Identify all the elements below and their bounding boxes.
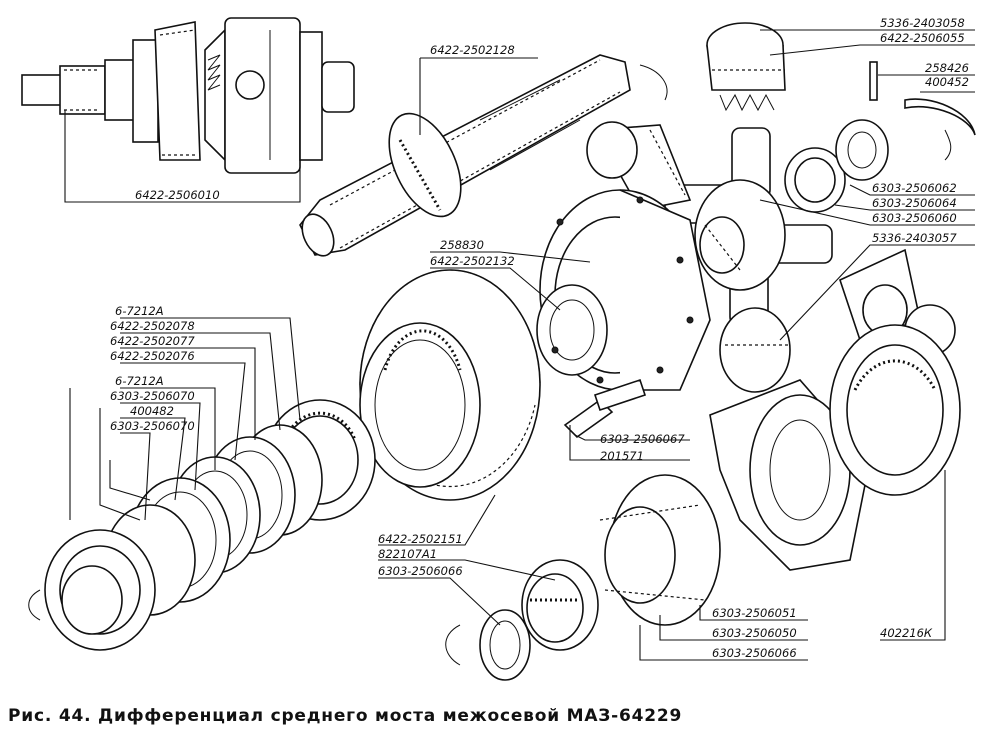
housing-half-drawing xyxy=(536,189,711,391)
label-6422-2502128: 6422-2502128 xyxy=(430,43,515,57)
label-6303-2506070-2: 6303-2506070 xyxy=(110,419,195,433)
label-258830: 258830 xyxy=(440,238,484,252)
label-6422-2502078: 6422-2502078 xyxy=(110,319,195,333)
label-6422-2502132: 6422-2502132 xyxy=(430,254,515,268)
label-5336-2403057: 5336-2403057 xyxy=(872,231,957,245)
top-bevel-gear-drawing xyxy=(706,22,786,112)
label-6303-2506062: 6303-2506062 xyxy=(872,181,957,195)
left-bearing-stack-drawing xyxy=(28,399,376,651)
label-6303-2506050: 6303-2506050 xyxy=(712,626,797,640)
part-labels: 6422-2506010 6422-2502128 5336-2403058 6… xyxy=(110,16,969,660)
label-6422-2506010: 6422-2506010 xyxy=(135,188,220,202)
large-spur-gear-drawing xyxy=(359,269,541,501)
label-6422-2506055: 6422-2506055 xyxy=(880,31,965,45)
label-5336-2403058: 5336-2403058 xyxy=(880,16,965,30)
label-6-7212A-2: 6-7212А xyxy=(115,374,164,388)
label-6303-2506051: 6303-2506051 xyxy=(712,606,797,620)
figure-caption: Рис. 44. Дифференциал среднего моста меж… xyxy=(8,706,683,726)
label-258426: 258426 xyxy=(925,61,969,75)
label-201571: 201571 xyxy=(600,449,644,463)
right-housing-drawing xyxy=(709,307,961,571)
bolts-drawing xyxy=(563,378,647,439)
label-6303-2506060: 6303-2506060 xyxy=(872,211,957,225)
leader-lines xyxy=(64,29,975,661)
label-6-7212A-1: 6-7212А xyxy=(115,304,164,318)
label-822107A1: 822107А1 xyxy=(378,547,437,561)
label-402216K: 402216К xyxy=(880,626,933,640)
label-400482: 400482 xyxy=(130,404,174,418)
pin-and-ring-drawing xyxy=(869,61,976,161)
label-400452: 400452 xyxy=(925,75,969,89)
assembled-shaft-drawing xyxy=(21,17,355,174)
label-6303-2506066-2: 6303-2506066 xyxy=(712,646,797,660)
label-6303-2506064: 6303-2506064 xyxy=(872,196,957,210)
splined-shaft-drawing xyxy=(299,54,668,257)
label-6303-2506067: 6303-2506067 xyxy=(600,432,685,446)
lower-bevel-gear-drawing xyxy=(445,474,721,681)
label-6422-2502077: 6422-2502077 xyxy=(110,334,195,348)
label-6422-2502151: 6422-2502151 xyxy=(378,532,463,546)
label-6422-2502076: 6422-2502076 xyxy=(110,349,195,363)
side-bevel-gears-drawing xyxy=(586,121,956,356)
label-6303-2506066-1: 6303-2506066 xyxy=(378,564,463,578)
label-6303-2506070-1: 6303-2506070 xyxy=(110,389,195,403)
washers-right-drawing xyxy=(784,119,889,213)
